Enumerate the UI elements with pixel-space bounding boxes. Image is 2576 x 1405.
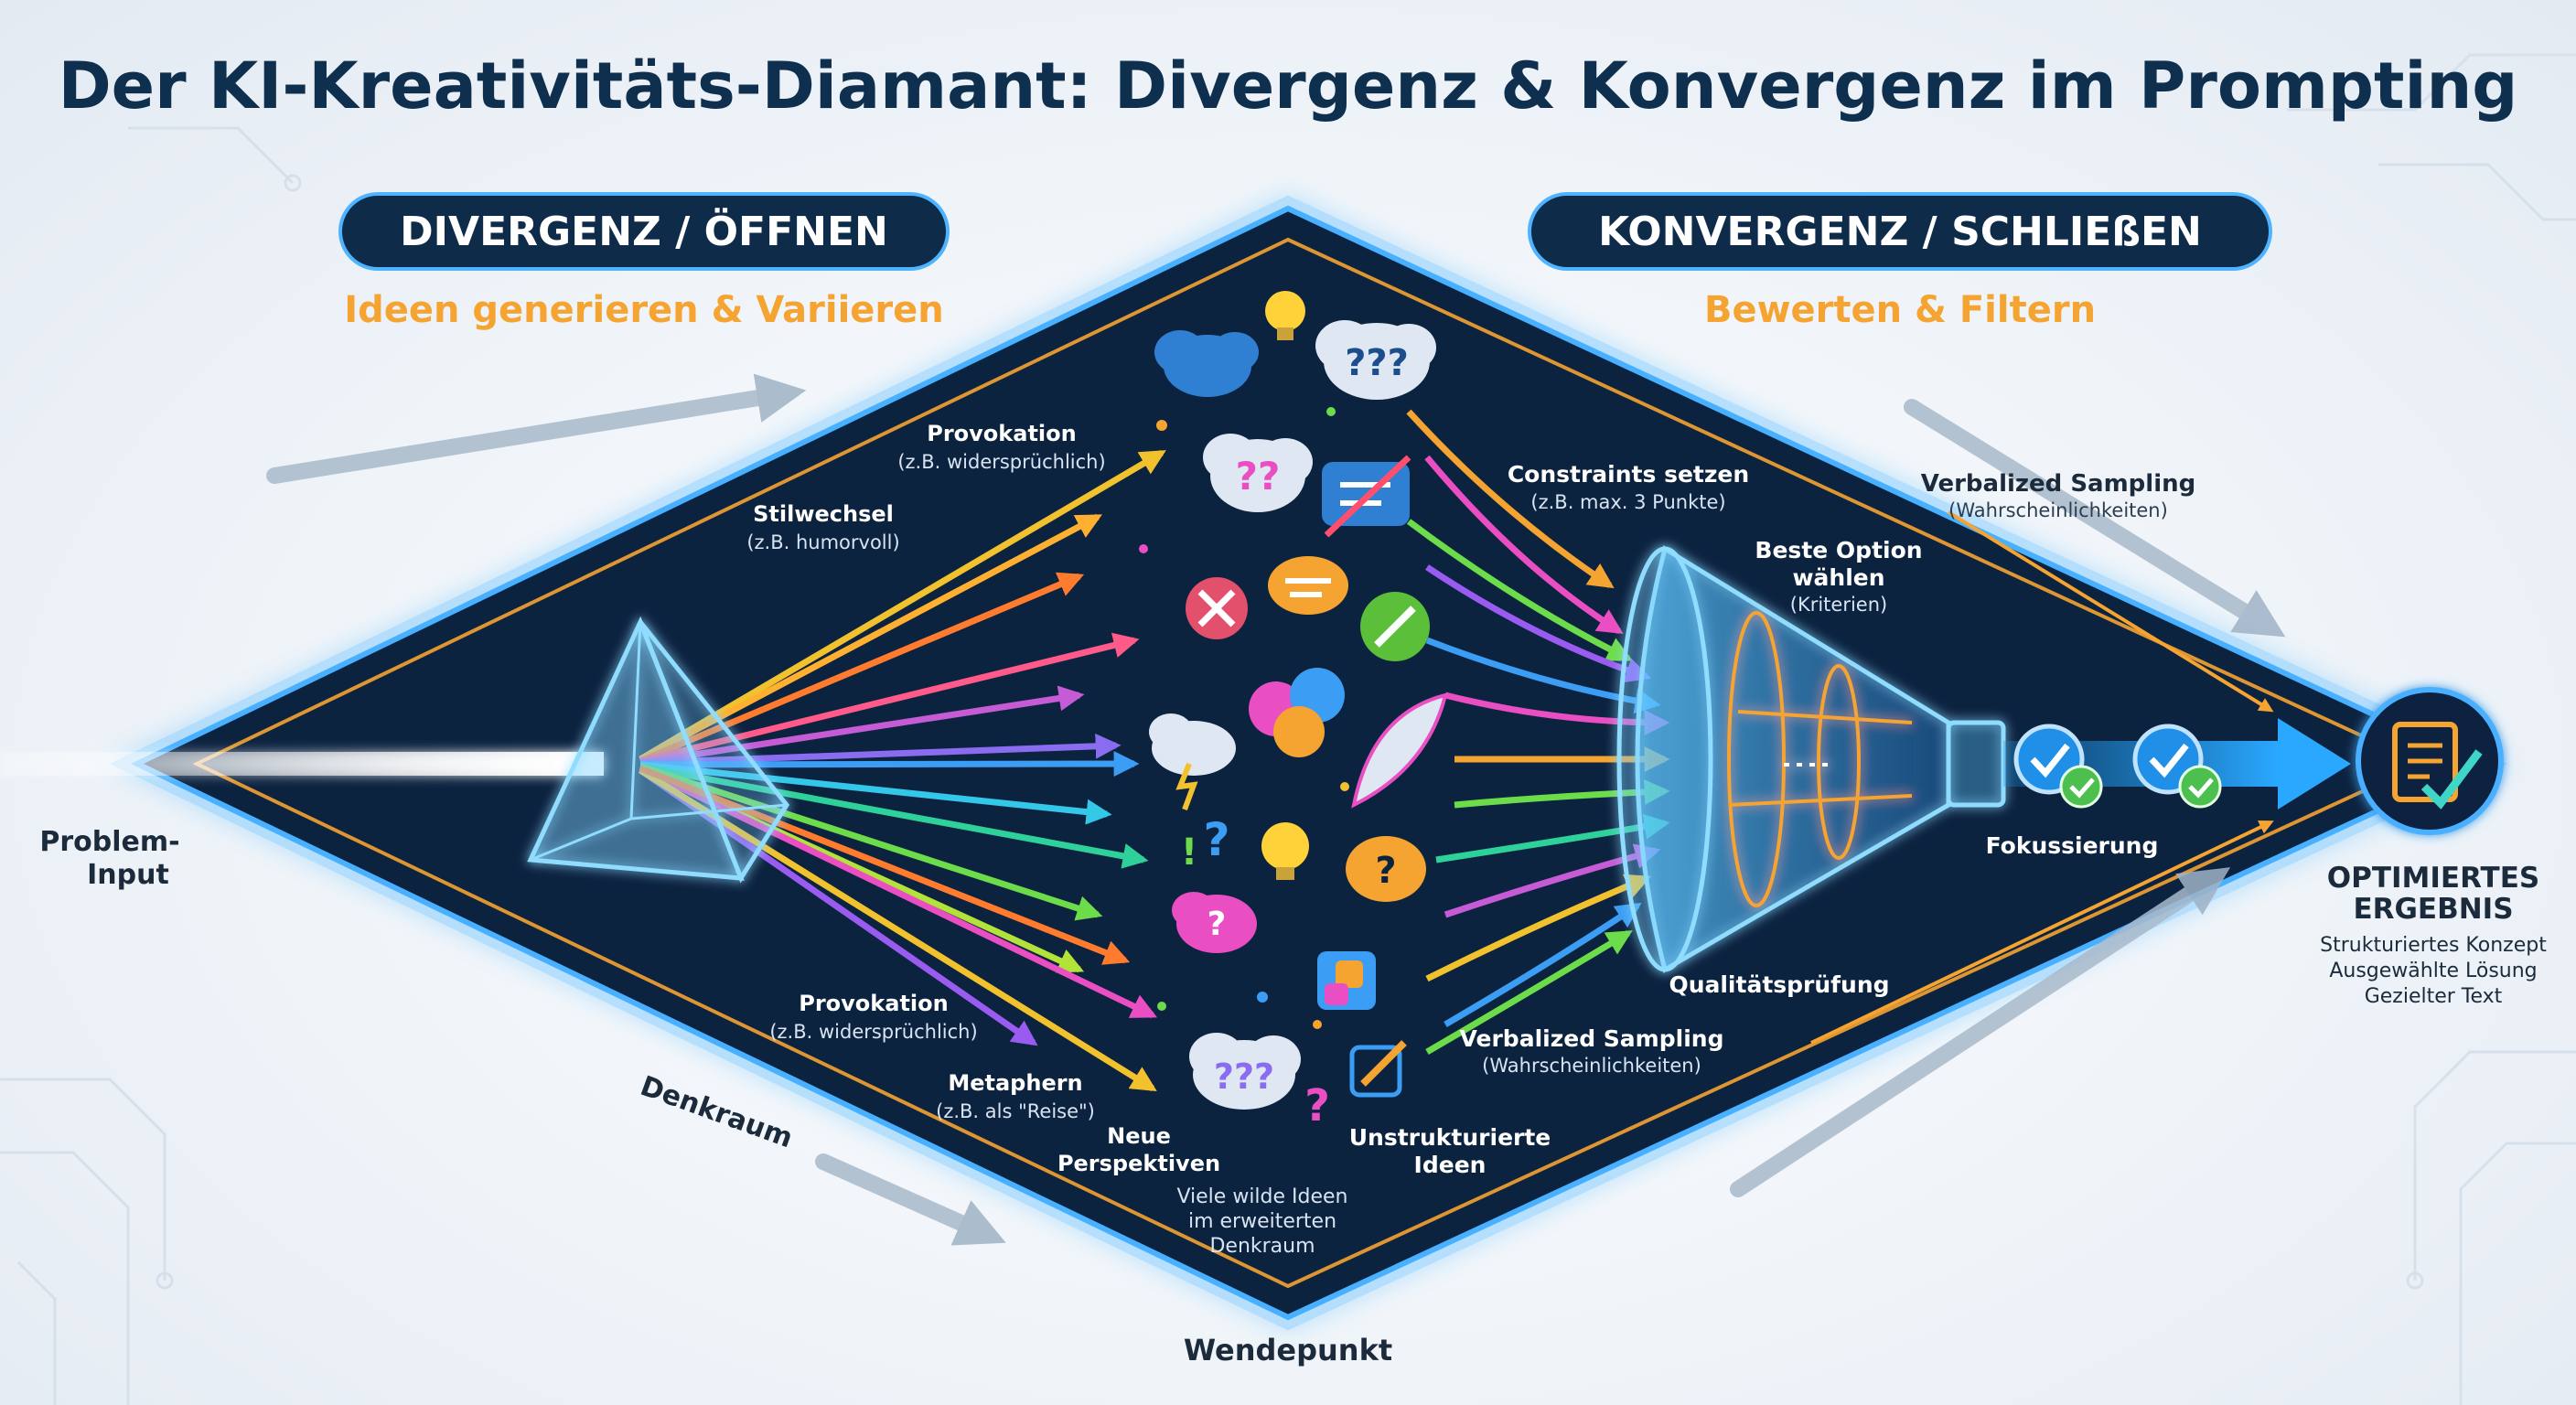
storm-cloud-icon — [1149, 713, 1236, 811]
label-beste-option-1: Beste Option — [1755, 537, 1922, 563]
convergence-header-text: KONVERGENZ / SCHLIEßEN — [1598, 209, 2202, 255]
speech-bubble-icon — [1268, 556, 1348, 615]
svg-text:???: ??? — [1214, 1056, 1274, 1097]
puzzle-icon — [1317, 951, 1376, 1010]
circuit-background — [0, 53, 2576, 1405]
result-title-line1: OPTIMIERTES — [2327, 862, 2539, 895]
label-viele-ideen-3: Denkraum — [1209, 1235, 1315, 1258]
svg-text:?: ? — [1208, 906, 1227, 943]
input-beam — [0, 752, 604, 776]
svg-text:?: ? — [1203, 813, 1229, 866]
label-beste-option-sub: (Kriterien) — [1790, 594, 1887, 616]
speech-bubble-icon — [1249, 668, 1345, 757]
label-constraints: Constraints setzen — [1508, 461, 1749, 488]
thought-cloud-icon: ??? — [1315, 320, 1436, 400]
check-badge-icon — [2013, 724, 2103, 809]
svg-text:?: ? — [1375, 850, 1396, 892]
guide-arrows — [266, 373, 2286, 1246]
result-item: Gezielter Text — [2365, 985, 2503, 1008]
prism-icon — [527, 616, 790, 884]
divergence-header: DIVERGENZ / ÖFFNEN — [338, 192, 950, 271]
label-stilwechsel-sub: (z.B. humorvoll) — [746, 531, 899, 553]
svg-text:??: ?? — [1236, 454, 1281, 499]
sparkles — [1139, 407, 1349, 1029]
result-item: Ausgewählte Lösung — [2329, 960, 2537, 982]
result-title-line2: ERGEBNIS — [2353, 893, 2513, 926]
label-unstrukturierte-1: Unstrukturierte — [1349, 1124, 1551, 1151]
convergence-header: KONVERGENZ / SCHLIEßEN — [1528, 192, 2272, 271]
label-metaphern-sub: (z.B. als "Reise") — [936, 1100, 1095, 1122]
svg-text:!: ! — [1181, 831, 1197, 874]
lightbulb-icon — [1265, 291, 1305, 340]
funnel-icon — [1616, 545, 2006, 973]
label-provokation-bottom-sub: (z.B. widersprüchlich) — [769, 1021, 977, 1043]
check-badge-icon — [2132, 724, 2222, 809]
idea-cluster: ??? ?? — [1139, 291, 1448, 1132]
speech-bubble-icon: ? — [1346, 836, 1426, 902]
result-item: Strukturiertes Konzept — [2320, 934, 2547, 957]
label-fokussierung: Fokussierung — [1986, 832, 2159, 859]
lightbulb-icon — [1261, 822, 1309, 880]
label-unstrukturierte-2: Ideen — [1414, 1152, 1487, 1178]
label-vs-inner: Verbalized Sampling — [1460, 1025, 1724, 1052]
thought-cloud-icon: ? — [1172, 892, 1257, 953]
label-vs-outer: Verbalized Sampling — [1921, 470, 2196, 498]
label-provokation-top-sub: (z.B. widersprüchlich) — [897, 451, 1105, 473]
label-qualitaet: Qualitätsprüfung — [1669, 971, 1889, 998]
thought-cloud-icon — [1154, 330, 1259, 397]
wendepunkt-label: Wendepunkt — [1184, 1333, 1392, 1367]
divergence-header-text: DIVERGENZ / ÖFFNEN — [400, 207, 888, 255]
divergence-subtitle: Ideen generieren & Variieren — [344, 289, 944, 331]
question-mark-icon: ? — [1304, 1080, 1330, 1132]
thought-cloud-icon: ??? — [1189, 1033, 1301, 1110]
thought-cloud-icon: ?? — [1203, 434, 1313, 512]
label-stilwechsel: Stilwechsel — [753, 501, 894, 527]
label-metaphern: Metaphern — [948, 1070, 1082, 1096]
pencil-icon — [1360, 592, 1430, 661]
page-title: Der KI-Kreativitäts-Diamant: Divergenz &… — [59, 48, 2518, 123]
label-constraints-sub: (z.B. max. 3 Punkte) — [1530, 491, 1725, 513]
pencil-icon — [1349, 1040, 1407, 1098]
input-label-line2: Input — [87, 859, 169, 891]
label-viele-ideen-2: im erweiterten — [1188, 1210, 1336, 1233]
input-label-line1: Problem- — [39, 826, 179, 858]
label-vs-inner-sub: (Wahrscheinlichkeiten) — [1482, 1055, 1701, 1077]
label-provokation-top: Provokation — [927, 421, 1076, 446]
label-viele-ideen-1: Viele wilde Ideen — [1176, 1185, 1347, 1208]
orange-connectors — [1810, 510, 2274, 1045]
label-vs-outer-sub: (Wahrscheinlichkeiten) — [1948, 499, 2168, 521]
label-neue-perspektiven-1: Neue — [1107, 1123, 1171, 1149]
question-mark-icon: ? ! — [1181, 813, 1230, 874]
output-arrow-head — [2278, 718, 2351, 810]
convergence-subtitle: Bewerten & Filtern — [1704, 289, 2096, 331]
label-neue-perspektiven-2: Perspektiven — [1057, 1151, 1220, 1176]
no-idea-icon — [1186, 577, 1248, 639]
svg-text:?: ? — [1304, 1080, 1330, 1132]
label-provokation-bottom: Provokation — [799, 991, 948, 1016]
feather-icon — [1351, 692, 1448, 809]
document-check-icon — [2356, 687, 2504, 835]
speech-bubble-icon — [1322, 455, 1411, 538]
label-beste-option-2: wählen — [1792, 564, 1884, 591]
svg-text:???: ??? — [1345, 342, 1409, 384]
convergent-arrows — [1406, 409, 1670, 1056]
denkraum-label: Denkraum — [636, 1070, 797, 1154]
